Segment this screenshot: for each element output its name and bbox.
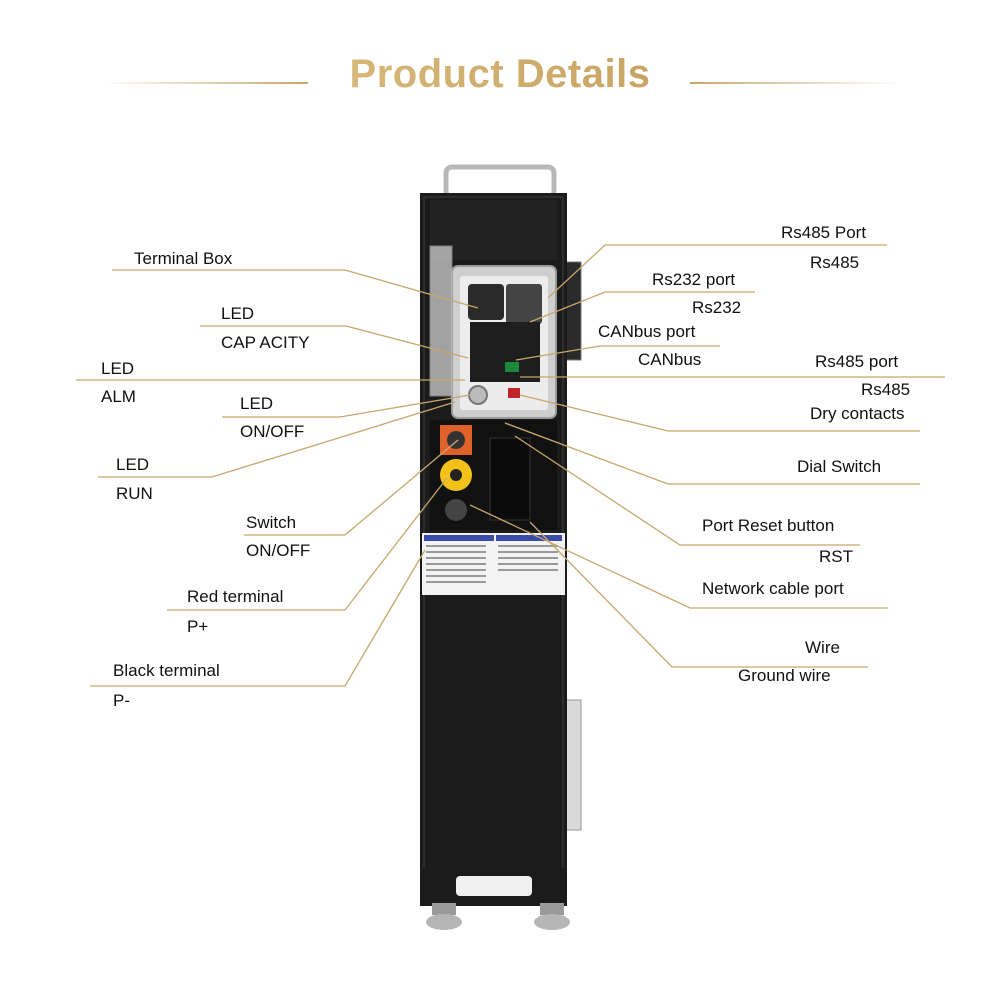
label-canbus-port-title: CANbus port (598, 322, 696, 341)
label-led-onoff-sub: ON/OFF (240, 422, 305, 441)
label-rs485-port-sub: Rs485 (810, 253, 860, 272)
label-terminal-box: Terminal Box (134, 249, 233, 268)
canbus-leds (505, 362, 519, 372)
left-foot (426, 914, 462, 930)
label-rs485-port-title: Rs485 Port (781, 223, 867, 242)
label-led-run-sub: RUN (116, 484, 153, 503)
label-rs232-port-title: Rs232 port (652, 270, 736, 289)
label-rs485-port-b-title: Rs485 port (815, 352, 899, 371)
label-led-alm-sub: ALM (101, 387, 136, 406)
leader-wire (529, 521, 868, 668)
title-right-rule (690, 82, 902, 84)
leader-switch (244, 439, 459, 536)
label-led-run-title: LED (116, 455, 150, 474)
label-rs232-port-sub: Rs232 (692, 298, 742, 317)
leader-rs485-port (547, 244, 887, 299)
dial-switch (508, 388, 520, 398)
label-wire-sub: Ground wire (738, 666, 831, 685)
leader-dry-contacts (519, 394, 920, 432)
label-wire-title: Wire (805, 638, 840, 657)
label-led-alm-title: LED (101, 359, 135, 378)
page-title: Product Details (0, 52, 1000, 97)
leader-canbus-port (515, 345, 720, 361)
leader-rs232-port (529, 291, 755, 323)
label-rs485-port-b-sub: Rs485 (861, 380, 911, 399)
label-dry-contacts: Dry contacts (810, 404, 905, 423)
leader-dial-switch (504, 422, 920, 485)
leader-led-run (98, 401, 456, 478)
base-cutout (456, 876, 532, 896)
leader-red-terminal (167, 477, 448, 611)
label-led-capacity-sub: CAP ACITY (221, 333, 310, 352)
label-port-reset-title: Port Reset button (702, 516, 835, 535)
leader-terminal-box (112, 269, 479, 309)
label-led-capacity-title: LED (221, 304, 255, 323)
label-network-cable: Network cable port (702, 579, 844, 598)
leader-port-reset (514, 435, 860, 546)
label-dial-switch: Dial Switch (797, 457, 882, 476)
leader-network-cable (469, 504, 888, 609)
network-cable-port (445, 499, 467, 521)
label-canbus-port-sub: CANbus (638, 350, 702, 369)
clear-cover (429, 245, 453, 397)
right-foot (534, 914, 570, 930)
leader-led-capacity (200, 325, 469, 359)
label-switch-sub: ON/OFF (246, 541, 311, 560)
title-left-rule (98, 82, 308, 84)
label-black-terminal-sub: P- (113, 691, 130, 710)
leader-black-terminal (90, 549, 426, 687)
label-led-onoff-title: LED (240, 394, 274, 413)
label-port-reset-sub: RST (819, 547, 853, 566)
label-switch-title: Switch (246, 513, 297, 532)
leader-led-onoff (222, 394, 471, 418)
label-red-terminal-sub: P+ (187, 617, 209, 636)
label-red-terminal-title: Red terminal (187, 587, 284, 606)
label-black-terminal-title: Black terminal (113, 661, 220, 680)
